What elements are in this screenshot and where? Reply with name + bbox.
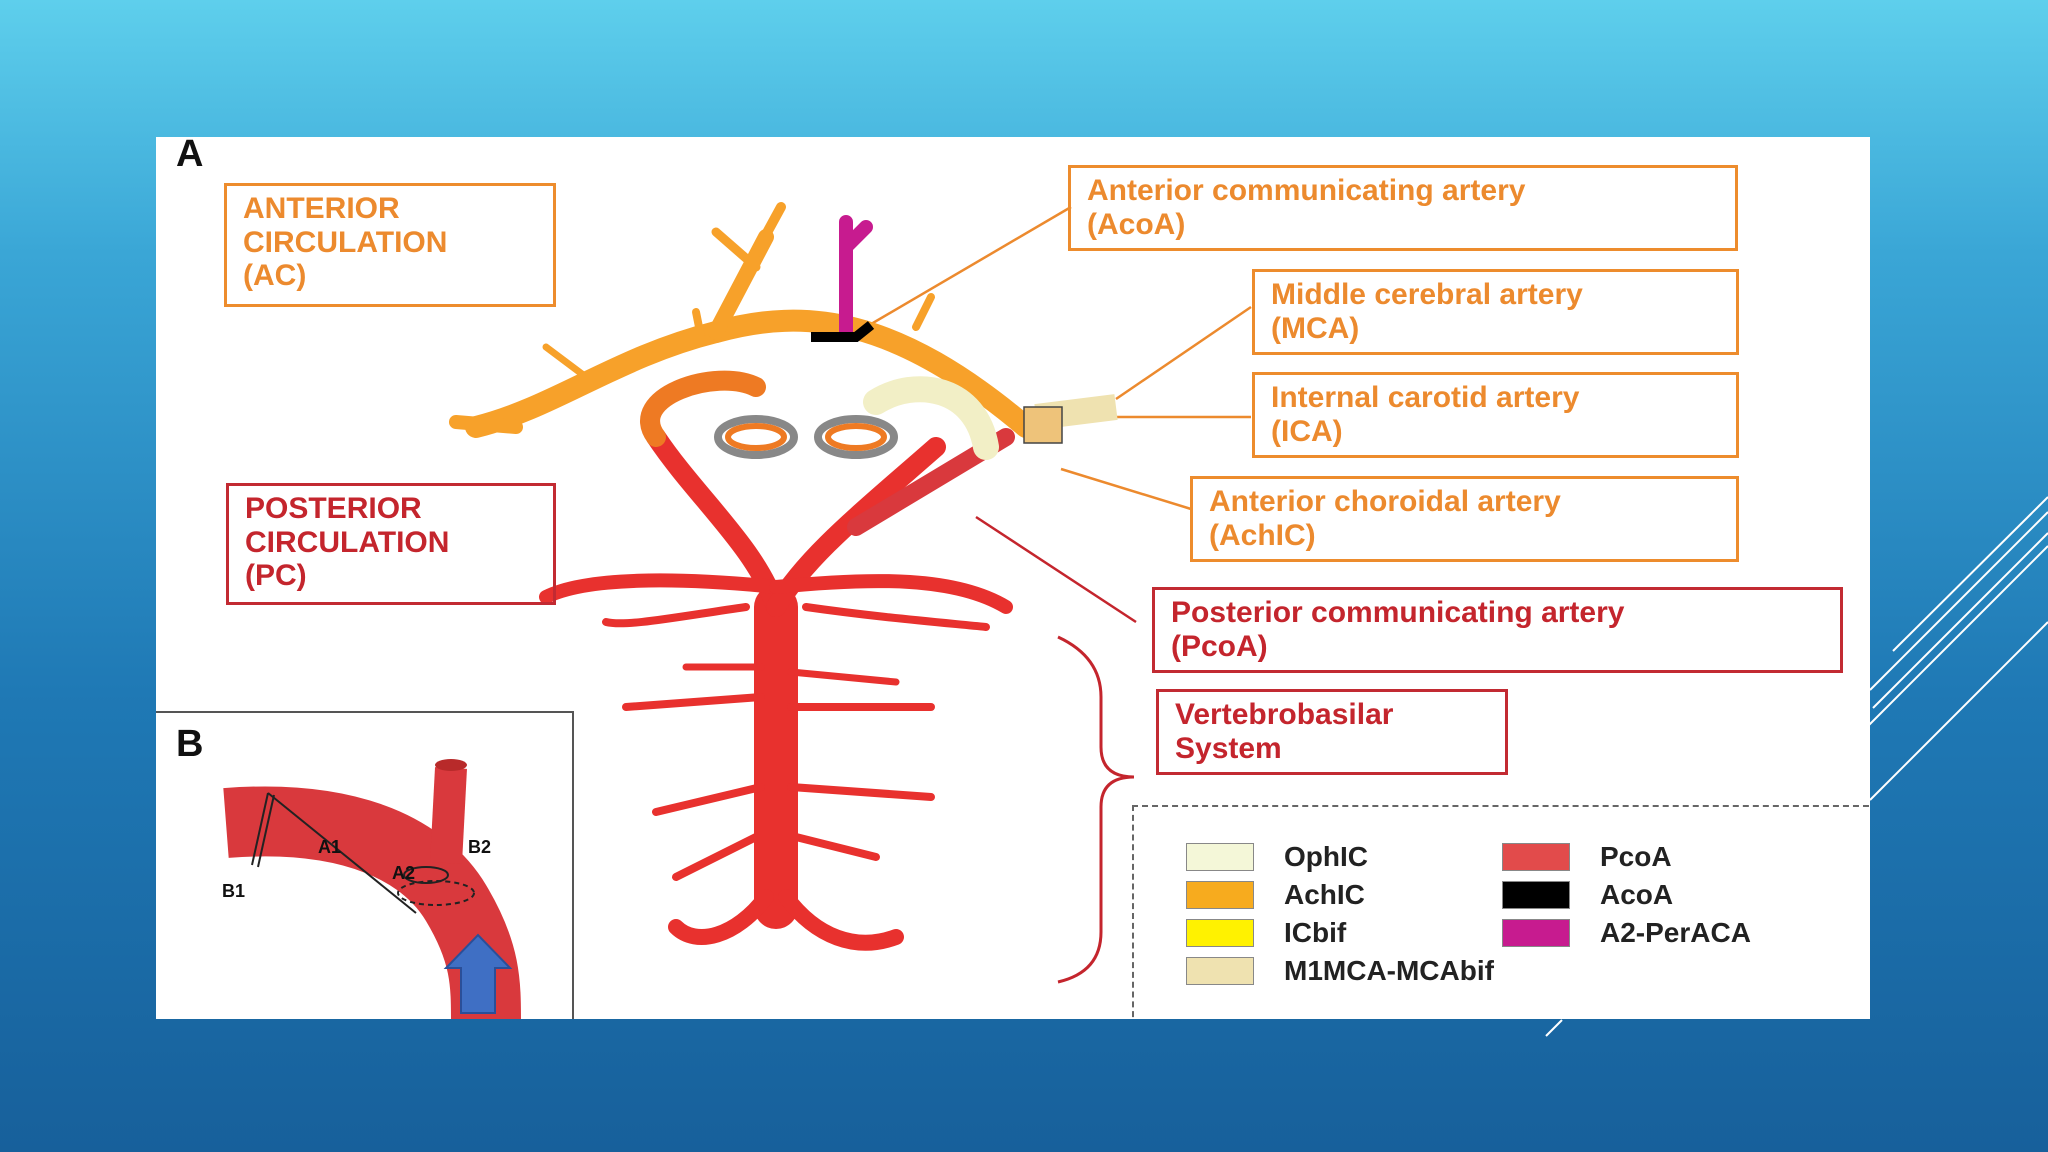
posterior-arteries [539,427,1015,951]
legend-item: PcoA [1502,841,1672,873]
acoa-segment [811,321,875,342]
figure-panel: A ANTERIOR CIRCULATION (AC) POSTERIOR CI… [156,137,1870,1019]
b1-label: B1 [222,881,246,901]
legend-item: OphIC [1186,841,1368,873]
legend-label: AcoA [1600,879,1674,910]
bifurcation-diagram [223,759,521,1019]
b2-label: B2 [468,837,492,857]
legend-label: M1MCA-MCAbif [1284,955,1494,986]
icbif-segment [1023,406,1063,444]
artery-diagram [449,202,1252,984]
anterior-arteries [449,202,1037,447]
vertebrobasilar-label: Vertebrobasilar System [1156,689,1508,775]
legend-item: AcoA [1502,879,1673,911]
legend-label: PcoA [1600,841,1672,872]
legend-item: M1MCA-MCAbif [1186,955,1494,987]
legend-swatch [1186,843,1254,871]
legend-item: A2-PerACA [1502,917,1751,949]
legend-swatch [1186,919,1254,947]
legend-label: A2-PerACA [1600,917,1751,948]
legend-label: ICbif [1284,917,1347,948]
panel-b-inset: B A1 A2 B1 B2 [156,711,574,1019]
legend-swatch [1186,957,1254,985]
carotid-rings [714,415,898,459]
panel-b-letter: B [176,723,204,765]
a2-peraca-segment [839,215,873,339]
mca-label: Middle cerebral artery (MCA) [1252,269,1739,355]
legend-swatch [1186,881,1254,909]
legend-item: ICbif [1186,917,1346,949]
panel-a-letter: A [176,137,204,175]
posterior-circulation-label: POSTERIOR CIRCULATION (PC) [226,483,556,605]
pcoa-label: Posterior communicating artery (PcoA) [1152,587,1843,673]
ica-label: Internal carotid artery (ICA) [1252,372,1739,458]
legend-swatch [1502,843,1570,871]
connector-lines [865,205,1252,624]
legend-label: OphIC [1284,841,1368,872]
vertebrobasilar-brace [1057,635,1135,984]
ophic-segment [863,376,999,460]
flow-arrow-icon [443,933,513,1014]
achic-label: Anterior choroidal artery (AchIC) [1190,476,1739,562]
anterior-circulation-label: ANTERIOR CIRCULATION (AC) [224,183,556,307]
legend-swatch [1502,919,1570,947]
legend-label: AchIC [1284,879,1365,910]
a1-label: A1 [318,837,342,857]
acoa-label: Anterior communicating artery (AcoA) [1068,165,1738,251]
a2-label: A2 [392,863,416,883]
legend-swatch [1502,881,1570,909]
legend-item: AchIC [1186,879,1365,911]
